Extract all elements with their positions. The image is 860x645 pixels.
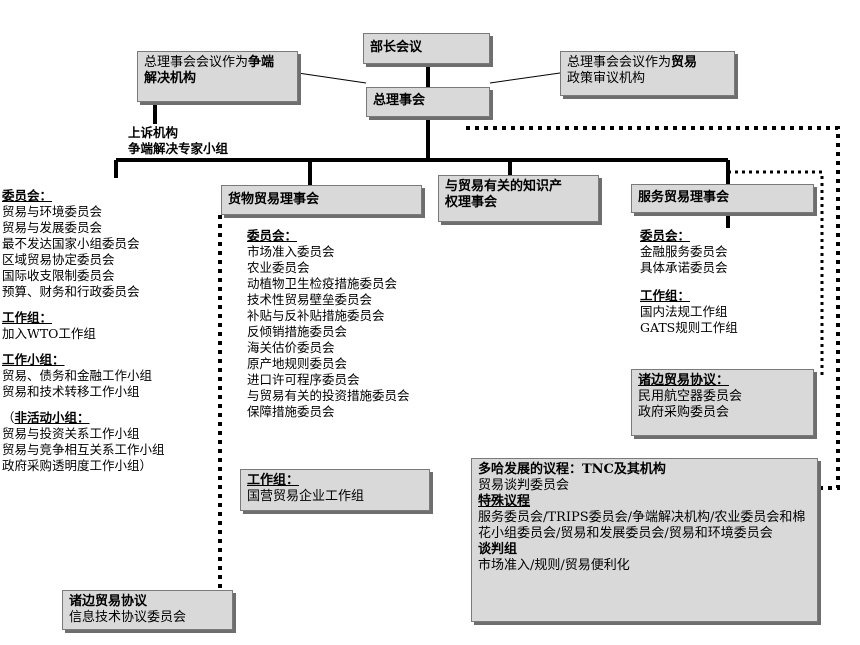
tprb-bold2: 政策审议机构 <box>567 71 646 86</box>
goods-council-label: 货物贸易理事会 <box>228 192 320 207</box>
plurilateral-services-item: 民用航空器委员会 <box>638 389 743 404</box>
doha-negotiating-heading: 谈判组 <box>478 542 518 557</box>
inactive-item: 贸易与投资关系工作小组 <box>2 426 140 441</box>
goods-committees-heading: 委员会： <box>247 228 298 243</box>
inactive-item: 贸易与竞争相互关系工作小组 <box>2 442 165 457</box>
services-committee-item: 具体承诺委员会 <box>640 260 728 275</box>
services-wp-heading: 工作组： <box>640 288 691 303</box>
left-committee-item: 贸易与环境委员会 <box>2 204 103 219</box>
left-committee-item: 国际收支限制委员会 <box>2 268 115 283</box>
left-committee-item: 区域贸易协定委员会 <box>2 252 115 267</box>
services-council-box: 服务贸易理事会 <box>631 184 814 213</box>
goods-council-box: 货物贸易理事会 <box>221 185 422 215</box>
dsb-bold2: 解决机构 <box>144 71 197 86</box>
goods-committee-item: 进口许可程序委员会 <box>247 372 360 387</box>
plurilateral-services-item: 政府采购委员会 <box>638 405 730 420</box>
appellate-line-2: 争端解决专家小组 <box>128 141 229 156</box>
plurilateral-services-title: 诸边贸易协议： <box>638 373 730 388</box>
goods-committee-item: 原产地规则委员会 <box>247 356 348 371</box>
goods-wp-heading: 工作组： <box>247 473 300 488</box>
left-committees-heading: 委员会： <box>2 188 53 203</box>
goods-committees-list: 委员会： 市场准入委员会 农业委员会 动植物卫生检疫措施委员会 技术性贸易壁垒委… <box>247 228 410 420</box>
goods-committee-item: 与贸易有关的投资措施委员会 <box>247 388 410 403</box>
state-trading-wp-box: 工作组： 国营贸易企业工作组 <box>240 469 430 511</box>
goods-committee-item: 动植物卫生检疫措施委员会 <box>247 276 398 291</box>
doha-negotiating-text: 市场准入/规则/贸易便利化 <box>478 558 630 573</box>
doha-special-text: 服务委员会/TRIPS委员会/争端解决机构/农业委员会和棉花小组委员会/贸易和发… <box>478 510 806 541</box>
left-committee-item: 贸易与发展委员会 <box>2 220 103 235</box>
left-wp-heading: 工作组： <box>2 310 53 325</box>
general-council-label: 总理事会 <box>373 93 426 108</box>
plurilateral-goods-item: 信息技术协议委员会 <box>69 610 187 625</box>
left-wg-item: 贸易和技术转移工作小组 <box>2 384 140 399</box>
general-council-box: 总理事会 <box>366 87 490 117</box>
dispute-settlement-body-box: 总理事会会议作为争端 解决机构 <box>137 51 298 102</box>
left-wg-item: 贸易、债务和金融工作小组 <box>2 368 153 383</box>
left-committee-item: 最不发达国家小组委员会 <box>2 236 140 251</box>
services-bodies-list: 委员会： 金融服务委员会 具体承诺委员会 工作组： 国内法规工作组 GATS规则… <box>640 228 738 336</box>
trips-council-line-1: 与贸易有关的知识产 <box>445 179 563 194</box>
inactive-item: 政府采购透明度工作小组） <box>2 458 153 473</box>
ministerial-conference-box: 部长会议 <box>363 33 490 64</box>
appellate-body-text: 上诉机构 争端解决专家小组 <box>128 125 228 157</box>
doha-special-heading: 特殊议程 <box>478 494 531 509</box>
trips-council-box: 与贸易有关的知识产 权理事会 <box>438 175 599 222</box>
dsb-bold1: 争端 <box>248 55 275 70</box>
general-council-bodies-list: 委员会： 贸易与环境委员会 贸易与发展委员会 最不发达国家小组委员会 区域贸易协… <box>2 188 165 474</box>
services-committee-item: 金融服务委员会 <box>640 244 728 259</box>
dsb-prefix: 总理事会会议作为 <box>144 55 249 70</box>
goods-committee-item: 补贴与反补贴措施委员会 <box>247 308 385 323</box>
goods-wp-item: 国营贸易企业工作组 <box>247 489 365 504</box>
doha-tnc: 贸易谈判委员会 <box>478 478 570 493</box>
tprb-bold1: 贸易 <box>671 55 698 70</box>
appellate-line-1: 上诉机构 <box>128 125 179 140</box>
goods-committee-item: 保障措施委员会 <box>247 404 335 419</box>
inactive-heading: 非活动小组： <box>14 410 90 425</box>
trips-council-line-2: 权理事会 <box>445 195 498 210</box>
doha-title: 多哈发展的议程：TNC及其机构 <box>478 462 666 477</box>
left-wp-item: 加入WTO工作组 <box>2 326 96 341</box>
ministerial-conference-label: 部长会议 <box>370 40 423 55</box>
goods-committee-item: 技术性贸易壁垒委员会 <box>247 292 373 307</box>
services-wp-item: 国内法规工作组 <box>640 304 728 319</box>
plurilateral-goods-title: 诸边贸易协议 <box>69 594 148 609</box>
goods-committee-item: 农业委员会 <box>247 260 310 275</box>
plurilateral-ita-box: 诸边贸易协议 信息技术协议委员会 <box>62 590 233 630</box>
doha-agenda-box: 多哈发展的议程：TNC及其机构 贸易谈判委员会 特殊议程 服务委员会/TRIPS… <box>471 458 818 622</box>
trade-policy-review-body-box: 总理事会会议作为贸易 政策审议机构 <box>560 51 735 96</box>
goods-committee-item: 反倾销措施委员会 <box>247 324 348 339</box>
inactive-prefix: （ <box>2 410 15 425</box>
goods-committee-item: 海关估价委员会 <box>247 340 335 355</box>
left-committee-item: 预算、财务和行政委员会 <box>2 284 140 299</box>
services-council-label: 服务贸易理事会 <box>638 190 730 205</box>
left-wg-heading: 工作小组： <box>2 352 65 367</box>
tprb-prefix: 总理事会会议作为 <box>567 55 672 70</box>
services-committees-heading: 委员会： <box>640 228 691 243</box>
plurilateral-services-box: 诸边贸易协议： 民用航空器委员会 政府采购委员会 <box>631 369 814 436</box>
services-wp-item: GATS规则工作组 <box>640 320 738 335</box>
goods-committee-item: 市场准入委员会 <box>247 244 335 259</box>
